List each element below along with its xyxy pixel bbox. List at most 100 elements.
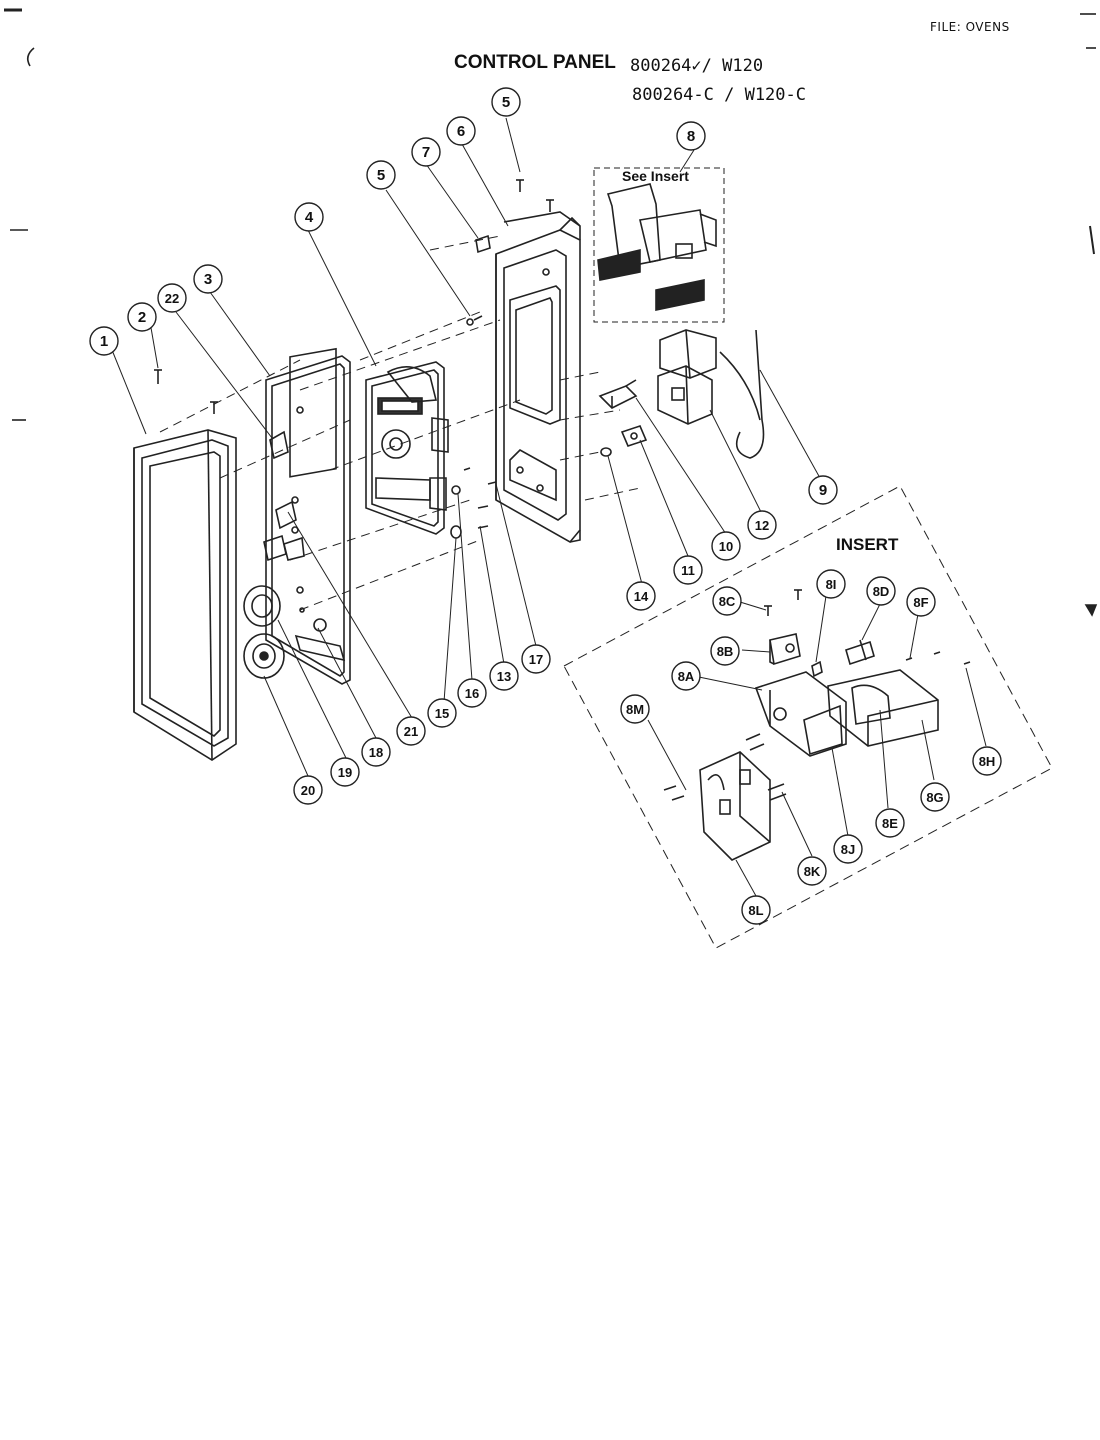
leader-lines <box>159 235 641 611</box>
callout-8B: 8B <box>710 636 740 666</box>
callout-circle <box>157 283 187 313</box>
callout-label: 22 <box>165 291 179 306</box>
callout-8J: 8J <box>833 834 863 864</box>
callout-label: 8K <box>804 864 821 879</box>
callout-18: 18 <box>361 737 391 767</box>
callout-circle <box>330 757 360 787</box>
callout-label: 3 <box>204 271 212 288</box>
callout-label: 15 <box>435 706 449 721</box>
callout-2: 2 <box>127 302 157 332</box>
callout-label: 8M <box>626 702 644 717</box>
thermostat-part-9 <box>659 329 765 459</box>
callout-label: 1 <box>100 333 108 350</box>
callout-label: 8L <box>748 903 763 918</box>
see-insert-note: See Insert <box>622 168 689 184</box>
callout-circle <box>361 737 391 767</box>
callout-8F: 8F <box>906 587 936 617</box>
callout-22: 22 <box>157 283 187 313</box>
callout-8G: 8G <box>920 782 950 812</box>
callout-19: 19 <box>330 757 360 787</box>
callout-circle <box>710 636 740 666</box>
callout-layer: 1222345765891210111417131615211819208C8I… <box>89 87 1002 925</box>
callout-circle <box>816 569 846 599</box>
callout-15: 15 <box>427 698 457 728</box>
callout-12: 12 <box>747 510 777 540</box>
callout-label: 12 <box>755 518 769 533</box>
switch-part-12 <box>657 365 713 425</box>
timer-module-part-4 <box>365 361 449 535</box>
callout-label: 21 <box>404 724 418 739</box>
callout-8M: 8M <box>620 694 650 724</box>
callout-label: 8J <box>841 842 855 857</box>
callout-5b: 5 <box>491 87 521 117</box>
callout-7: 7 <box>411 137 441 167</box>
callout-8H: 8H <box>972 746 1002 776</box>
callout-20: 20 <box>293 775 323 805</box>
hardware-parts-13-17 <box>450 467 497 539</box>
callout-8A: 8A <box>671 661 701 691</box>
callout-label: 8G <box>926 790 943 805</box>
callout-6: 6 <box>446 116 476 146</box>
scan-mark <box>1089 225 1095 255</box>
callout-3: 3 <box>193 264 223 294</box>
callout-circle <box>396 716 426 746</box>
callout-label: 4 <box>305 209 314 226</box>
callout-circle <box>491 87 521 117</box>
callout-circle <box>626 581 656 611</box>
callout-label: 9 <box>819 482 827 499</box>
callout-8C: 8C <box>712 586 742 616</box>
callout-circle <box>906 587 936 617</box>
washer-part-14 <box>600 447 612 457</box>
callout-circle <box>712 586 742 616</box>
callout-label: 5 <box>377 167 385 184</box>
callout-label: 8C <box>719 594 736 609</box>
callout-label: 2 <box>138 309 146 326</box>
callout-circle <box>875 808 905 838</box>
callout-21: 21 <box>396 716 426 746</box>
callout-circle <box>671 661 701 691</box>
callout-8L: 8L <box>741 895 771 925</box>
callout-9: 9 <box>808 475 838 505</box>
insert-components <box>663 589 971 861</box>
model-numbers-line-1: 800264✓/ W120 <box>630 56 764 76</box>
scan-mark <box>1084 604 1098 617</box>
knob-assembly <box>243 585 285 679</box>
diagram-title: CONTROL PANEL <box>454 52 616 73</box>
callout-circle <box>866 576 896 606</box>
callout-8I: 8I <box>816 569 846 599</box>
callout-circle <box>797 856 827 886</box>
callout-16: 16 <box>457 678 487 708</box>
callout-label: 20 <box>301 783 315 798</box>
callout-10: 10 <box>711 531 741 561</box>
scan-mark <box>26 47 35 67</box>
trim-frame-part-1 <box>133 429 237 761</box>
mounting-bracket-part-6 <box>495 211 581 544</box>
component-part-11 <box>620 425 648 447</box>
callout-circle <box>711 531 741 561</box>
callout-circle <box>676 121 706 151</box>
callout-circle <box>127 302 157 332</box>
callout-label: 14 <box>634 589 649 604</box>
callout-label: 8 <box>687 128 695 145</box>
callout-label: 19 <box>338 765 352 780</box>
callout-label: 6 <box>457 123 465 140</box>
callout-circle <box>741 895 771 925</box>
callout-8K: 8K <box>797 856 827 886</box>
callout-8: 8 <box>676 121 706 151</box>
callout-circle <box>427 698 457 728</box>
callout-14: 14 <box>626 581 656 611</box>
callout-13: 13 <box>489 661 519 691</box>
callout-label: 13 <box>497 669 511 684</box>
callout-circle <box>293 775 323 805</box>
callout-circle <box>972 746 1002 776</box>
callout-label: 16 <box>465 686 479 701</box>
control-panel-face-part-3 <box>263 347 351 685</box>
callout-label: 5 <box>502 94 510 111</box>
callout-label: 7 <box>422 144 430 161</box>
callout-label: 8D <box>873 584 890 599</box>
callout-label: 10 <box>719 539 733 554</box>
callout-label: 17 <box>529 652 543 667</box>
callout-circle <box>673 555 703 585</box>
callout-circle <box>920 782 950 812</box>
